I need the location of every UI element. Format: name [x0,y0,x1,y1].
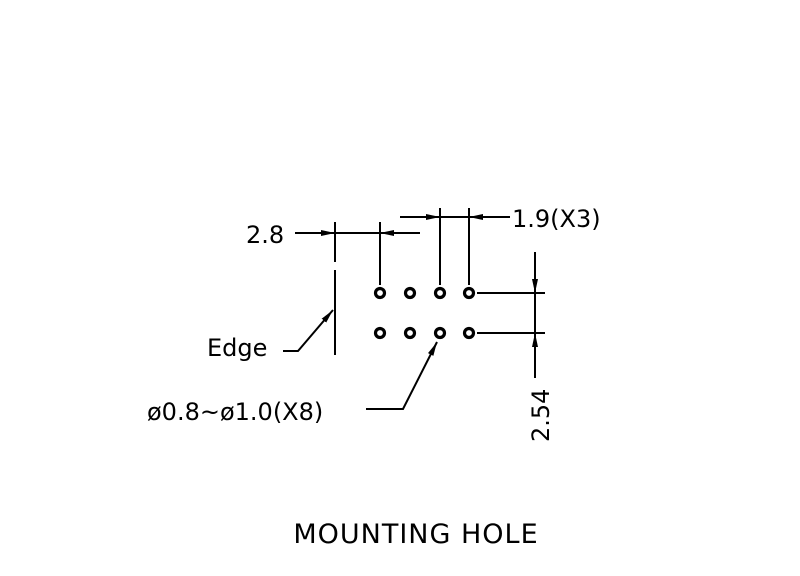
edge-offset-dimension: 2.8 [246,221,284,249]
drawing-title: MOUNTING HOLE [293,519,538,550]
hole [403,326,417,340]
hole [433,286,447,300]
hole [462,286,476,300]
hole-diameter-leader [366,341,438,410]
hole [373,286,387,300]
pitch-y-dimension: 2.54 [527,389,555,442]
hole [462,326,476,340]
hole [373,326,387,340]
hole-diameter-label: ø0.8~ø1.0(X8) [147,398,323,426]
edge-label: Edge [207,334,267,362]
edge-leader [283,309,334,352]
hole-array [373,286,476,340]
pitch-x-dimension: 1.9(X3) [512,205,601,233]
hole [403,286,417,300]
hole [433,326,447,340]
